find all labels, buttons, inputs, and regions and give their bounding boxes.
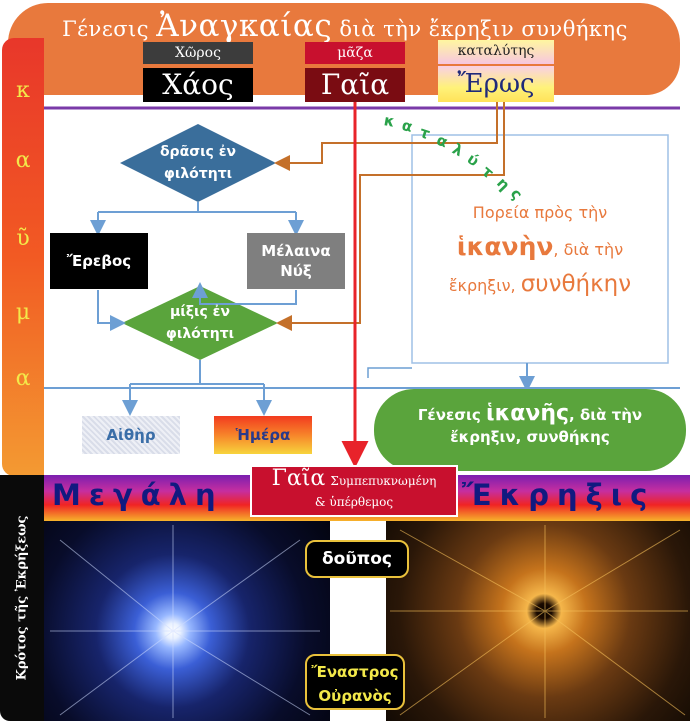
- title-suffix: διὰ τὴν ἔκρηξιν συνθήκης: [339, 17, 628, 41]
- header-title: Γένεσις Ἀναγκαίας διὰ τὴν ἔκρηξιν συνθήκ…: [30, 8, 660, 44]
- space-right-image: [386, 521, 690, 721]
- path-big-1: ἱκανὴν: [456, 232, 554, 261]
- gaia-small-2: & ὑπέρθεμος: [314, 495, 394, 509]
- sky-box: Ἔναστρος Οὐρανὸς: [305, 654, 405, 710]
- left-sound-text: Κρότος τῆς Ἐκρήξεως: [14, 515, 30, 681]
- path-big-2: συνθήκην: [520, 271, 632, 297]
- gaia-line-1: Γαῖα Συμπεπυκνωμένη: [252, 467, 456, 493]
- doupos-box: δοῦπος: [305, 540, 409, 578]
- gaia-box: Γαῖα Συμπεπυκνωμένη & ὑπέρθεμος: [250, 465, 458, 517]
- sidebar-letter: κ: [16, 78, 30, 103]
- space-label-small: Χῶρος: [143, 42, 253, 64]
- arc-letter: α: [399, 116, 415, 136]
- sidebar-letter: α: [15, 366, 31, 391]
- path-line-3: ἔκρηξιν, συνθήκην: [420, 267, 660, 303]
- arc-letter: α: [434, 130, 451, 152]
- erebos-box: Ἔρεβος: [50, 233, 148, 289]
- sky-line: Οὐρανὸς: [318, 687, 392, 705]
- nyx-line: Νύξ: [280, 262, 312, 280]
- nyx-box: Μέλαινα Νύξ: [247, 233, 345, 289]
- path-line-1: Πορεία πρὸς τὴν: [472, 203, 608, 222]
- title-prefix: Γένεσις: [62, 17, 150, 41]
- arc-letter: λ: [449, 139, 467, 161]
- arc-letter: τ: [478, 162, 498, 182]
- arc-letter: κ: [382, 111, 397, 131]
- sidebar-letter: ῦ: [16, 226, 30, 251]
- diamond-mixing-line: φιλότητι: [165, 326, 235, 342]
- genesis-big: ἱκανῆς: [486, 401, 570, 426]
- left-sound-bar: [0, 475, 44, 721]
- arc-letter: η: [493, 173, 514, 195]
- hemera-box: Ἡμέρα: [214, 416, 312, 454]
- catalyst-arc: κ α τ α λ ύ τ η ς: [0, 0, 690, 203]
- space-left-image: [44, 521, 330, 721]
- path-line-2-suffix: , διὰ τὴν: [553, 240, 624, 259]
- catalyst-label-big: Ἔρως: [438, 66, 554, 102]
- sidebar-letter: α: [15, 148, 31, 173]
- path-line-3-text: ἔκρηξιν,: [448, 276, 516, 295]
- genesis-line-2: ἔκρηξιν, συνθήκης: [450, 428, 610, 446]
- mass-label-big: Γαῖα: [305, 68, 405, 102]
- title-big: Ἀναγκαίας: [156, 8, 333, 44]
- genesis-pill: Γένεσις ἱκανῆς, διὰ τὴν ἔκρηξιν, συνθήκη…: [374, 389, 686, 471]
- genesis-suffix: , διὰ τὴν: [569, 406, 643, 424]
- genesis-line-1: Γένεσις ἱκανῆς, διὰ τὴν: [374, 401, 686, 426]
- gaia-big: Γαῖα: [271, 466, 326, 491]
- path-box-text: Πορεία πρὸς τὴν ἱκανὴν, διὰ τὴν ἔκρηξιν,…: [420, 196, 660, 303]
- arc-letter: ύ: [463, 149, 483, 171]
- mass-label-small: μᾶζα: [305, 42, 405, 64]
- band-right-text: Ἔκρηξις: [462, 478, 656, 512]
- diamond-mixing-text: μίξις ἐν φιλότητι: [132, 301, 268, 345]
- aither-box: Αἰθὴρ: [82, 416, 180, 454]
- genesis-prefix: Γένεσις: [417, 406, 481, 424]
- sidebar-heat: κ α ῦ μ α: [2, 38, 44, 476]
- diamond-mixing-line: μίξις ἐν: [170, 304, 230, 320]
- arc-letter: τ: [417, 122, 433, 144]
- gaia-small-1: Συμπεπυκνωμένη: [330, 474, 437, 488]
- path-line-2: ἱκανὴν, διὰ τὴν: [420, 230, 660, 267]
- space-label-big: Χάος: [143, 68, 253, 102]
- sidebar-letter: μ: [15, 300, 31, 325]
- nyx-line: Μέλαινα: [261, 242, 331, 260]
- catalyst-label-small: καταλύτης: [438, 40, 554, 64]
- diamond-action-text: δρᾶσις ἐν φιλότητι: [130, 141, 266, 185]
- diamond-action-line: δρᾶσις ἐν: [159, 144, 237, 160]
- diamond-action-line: φιλότητι: [163, 166, 233, 182]
- sky-line: Ἔναστρος: [311, 663, 399, 681]
- band-left-text: Μεγάλη: [52, 478, 224, 512]
